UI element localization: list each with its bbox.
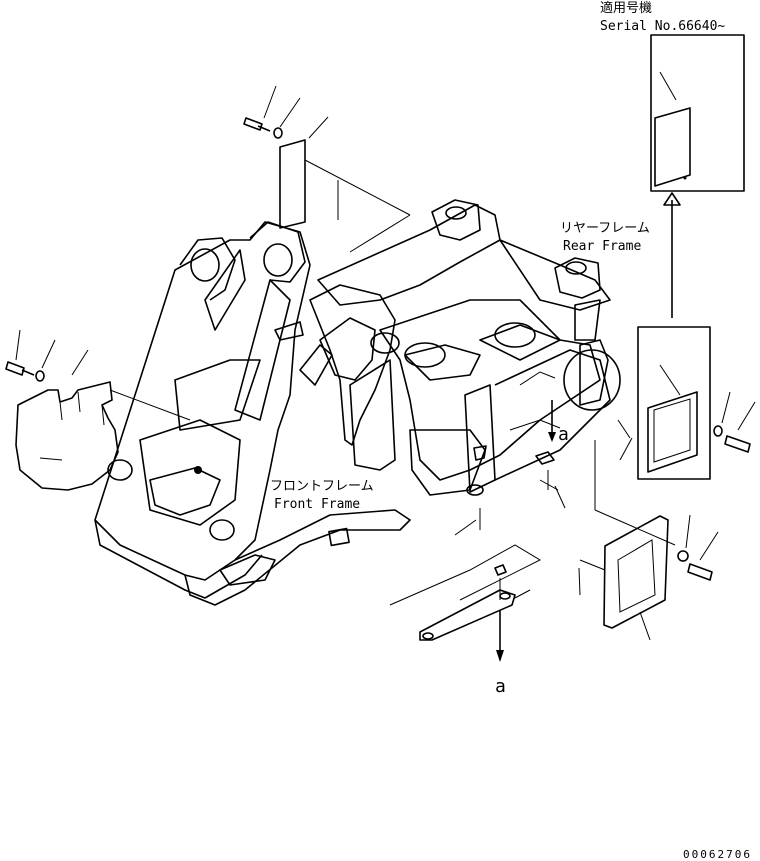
serial-jp-label: 適用号機 bbox=[600, 0, 652, 16]
serial-number-label: Serial No.66640~ bbox=[600, 19, 725, 34]
bolt-icon bbox=[243, 117, 263, 131]
cover-plate-detail-box bbox=[637, 326, 711, 480]
drawing-number: 00062706 bbox=[683, 848, 752, 861]
serial-transition-arrow bbox=[637, 192, 711, 480]
plate-icon bbox=[535, 451, 555, 465]
center-hitch bbox=[274, 284, 481, 471]
front-frame bbox=[94, 221, 411, 606]
front-frame-jp-label: フロントフレーム bbox=[270, 479, 374, 494]
cover-plate-detail bbox=[654, 107, 691, 187]
cover-plate-top bbox=[279, 139, 306, 229]
serial-applicability-callout: 適用号機 Serial No.66640~ bbox=[600, 0, 745, 192]
bolt-icon bbox=[687, 563, 713, 581]
bolt-icon bbox=[5, 361, 25, 376]
bolt-icon bbox=[724, 435, 751, 453]
upper-arrow-a-group bbox=[509, 349, 621, 509]
bolt-icon bbox=[473, 445, 487, 461]
arrow-label-upper: a bbox=[558, 424, 569, 445]
front-frame-en-label: Front Frame bbox=[274, 497, 360, 512]
front-frame-label-group: フロントフレーム Front Frame bbox=[270, 479, 374, 512]
arrow-label-lower: a bbox=[495, 676, 506, 697]
access-opening bbox=[563, 349, 621, 411]
rear-frame-en-label: Rear Frame bbox=[563, 239, 641, 254]
screw-icon bbox=[494, 564, 507, 576]
rear-frame-label-group: リヤーフレーム Rear Frame bbox=[560, 221, 650, 254]
lower-strap-group bbox=[389, 445, 542, 662]
right-mid-hardware bbox=[617, 391, 756, 461]
rear-frame-jp-label: リヤーフレーム bbox=[560, 221, 650, 236]
washer-icon bbox=[713, 425, 723, 437]
rear-frame bbox=[317, 199, 611, 496]
cover-plate bbox=[647, 391, 698, 473]
serial-detail-box bbox=[650, 34, 745, 192]
bolt-hole bbox=[683, 176, 687, 180]
leader-line bbox=[659, 71, 677, 101]
top-plate-group bbox=[243, 85, 411, 253]
cover-plate-left bbox=[15, 381, 119, 491]
cover-plate-rear-right bbox=[603, 515, 669, 629]
rear-right-plate-group bbox=[578, 440, 719, 641]
washer-icon bbox=[35, 370, 45, 382]
washer-icon bbox=[273, 127, 283, 139]
washer-icon bbox=[677, 550, 689, 562]
left-plate-group bbox=[5, 329, 191, 491]
